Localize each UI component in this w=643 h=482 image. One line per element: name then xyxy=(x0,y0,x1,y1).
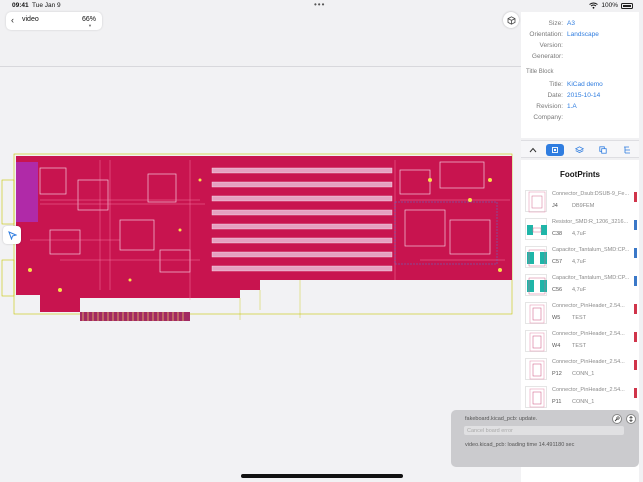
footprint-ref: W4 xyxy=(552,343,561,349)
footprint-ref: J4 xyxy=(552,203,558,209)
prop-revision: Revision: 1.A xyxy=(536,103,577,110)
footprint-value: CONN_1 xyxy=(572,399,595,405)
properties-panel: Size: A3 Orientation: Landscape Version:… xyxy=(521,12,639,138)
status-time: 09:41 xyxy=(12,2,29,9)
log-settings-button[interactable] xyxy=(612,414,622,424)
footprint-ref: P12 xyxy=(552,371,562,377)
pinheader-footprint-icon xyxy=(525,330,547,352)
footprint-name: Capacitor_Tantalum_SMD:CP... xyxy=(552,275,630,281)
pinheader-footprint-icon xyxy=(525,386,547,408)
dsub-footprint-icon xyxy=(525,190,547,213)
zoom-level[interactable]: 66% xyxy=(81,16,96,23)
list-item[interactable]: Connector_Dsub:DSUB-9_Fe... J4 DB9FEM xyxy=(521,188,639,216)
chevron-up-icon xyxy=(529,147,537,153)
chip-icon xyxy=(552,147,558,153)
tantalum-footprint-icon xyxy=(525,274,547,296)
log-console: fakeboard.kicad_pcb: update. Cancel boar… xyxy=(451,410,639,467)
collapse-panel-button[interactable] xyxy=(524,144,542,156)
footprint-value: TEST xyxy=(572,343,587,349)
log-input[interactable]: Cancel board error xyxy=(464,426,624,435)
title-block-heading: Title Block xyxy=(526,69,554,75)
up-down-arrow-icon xyxy=(629,416,633,422)
footprint-name: Connector_PinHeader_2.54... xyxy=(552,331,625,337)
prop-generator: Generator: xyxy=(531,53,563,60)
wifi-icon xyxy=(589,2,599,9)
footprint-name: Capacitor_Tantalum_SMD:CP... xyxy=(552,247,630,253)
panel-title: FootPrints xyxy=(560,170,600,179)
document-name[interactable]: video xyxy=(22,16,39,23)
prop-date: Date: 2015-10-14 xyxy=(547,92,601,99)
prop-title: Title: KiCad demo xyxy=(549,81,603,88)
pinheader-footprint-icon xyxy=(525,302,547,324)
tab-footprints[interactable] xyxy=(546,144,564,156)
list-item[interactable]: Connector_PinHeader_2.54... P11 CONN_1 xyxy=(521,384,639,412)
pinheader-footprint-icon xyxy=(525,358,547,380)
wrench-icon xyxy=(614,416,620,422)
layer-tag xyxy=(634,220,637,230)
status-right: 100% xyxy=(589,2,633,9)
prop-orientation: Orientation: Landscape xyxy=(529,31,599,38)
chevron-down-icon[interactable]: ▼ xyxy=(88,23,92,28)
footprint-value: CONN_1 xyxy=(572,371,595,377)
select-tool-button[interactable] xyxy=(3,226,21,244)
log-scroll-button[interactable] xyxy=(626,414,636,424)
hierarchy-icon xyxy=(623,146,630,154)
footprint-ref: C56 xyxy=(552,287,563,293)
layer-tag xyxy=(634,192,637,202)
footprint-ref: C38 xyxy=(552,231,563,237)
layer-tag xyxy=(634,248,637,258)
list-item[interactable]: Connector_PinHeader_2.54... W4 TEST xyxy=(521,328,639,356)
footprint-value: 4,7uF xyxy=(572,259,587,265)
layer-tag xyxy=(634,332,637,342)
layers-icon xyxy=(574,146,584,154)
smd-footprint-icon xyxy=(525,218,547,240)
layer-tag xyxy=(634,304,637,314)
footprint-value: 4,7uF xyxy=(572,231,587,237)
list-item[interactable]: Resistor_SMD:R_1206_3216... C38 4,7uF xyxy=(521,216,639,244)
footprint-name: Resistor_SMD:R_1206_3216... xyxy=(552,219,629,225)
tab-copies[interactable] xyxy=(594,144,612,156)
footprint-name: Connector_PinHeader_2.54... xyxy=(552,387,625,393)
prop-size: Size: A3 xyxy=(548,20,575,27)
layer-tag xyxy=(634,360,637,370)
prop-version: Version: xyxy=(539,42,564,49)
multitasking-dots-icon[interactable]: ••• xyxy=(314,0,326,9)
home-indicator[interactable] xyxy=(241,474,403,478)
panel-tab-bar xyxy=(521,140,639,158)
footprint-ref: W5 xyxy=(552,315,561,321)
document-bar[interactable]: ‹ video 66% ▼ xyxy=(6,12,102,30)
status-date: Tue Jan 9 xyxy=(32,2,61,9)
list-item[interactable]: Connector_PinHeader_2.54... P12 CONN_1 xyxy=(521,356,639,384)
cube-icon xyxy=(507,15,515,25)
battery-icon xyxy=(621,2,633,9)
list-item[interactable]: Capacitor_Tantalum_SMD:CP... C56 4,7uF xyxy=(521,272,639,300)
footprint-ref: C57 xyxy=(552,259,563,265)
list-item[interactable]: Capacitor_Tantalum_SMD:CP... C57 4,7uF xyxy=(521,244,639,272)
layer-tag xyxy=(634,276,637,286)
footprint-name: Connector_Dsub:DSUB-9_Fe... xyxy=(552,191,630,197)
back-chevron-icon[interactable]: ‹ xyxy=(11,15,14,25)
prop-company: Company: xyxy=(533,114,563,121)
footprint-value: DB9FEM xyxy=(572,203,595,209)
footprint-name: Connector_PinHeader_2.54... xyxy=(552,359,625,365)
log-line: fakeboard.kicad_pcb: update. xyxy=(465,416,538,422)
footprint-name: Connector_PinHeader_2.54... xyxy=(552,303,625,309)
battery-percent: 100% xyxy=(601,2,618,9)
duplicate-icon xyxy=(599,146,607,154)
footprint-value: TEST xyxy=(572,315,587,321)
footprint-value: 4,7uF xyxy=(572,287,587,293)
layer-tag xyxy=(634,388,637,398)
status-bar: 09:41 Tue Jan 9 ••• 100% xyxy=(0,0,643,12)
list-item[interactable]: Connector_PinHeader_2.54... W5 TEST xyxy=(521,300,639,328)
tab-layers[interactable] xyxy=(570,144,588,156)
footprint-ref: P11 xyxy=(552,399,562,405)
cursor-arrow-icon xyxy=(7,230,17,240)
pcb-board-render[interactable] xyxy=(0,140,521,340)
3d-view-button[interactable] xyxy=(503,12,519,28)
log-line: video.kicad_pcb: loading time 14.491180 … xyxy=(465,442,575,448)
tab-hierarchy[interactable] xyxy=(618,144,636,156)
tantalum-footprint-icon xyxy=(525,246,547,268)
